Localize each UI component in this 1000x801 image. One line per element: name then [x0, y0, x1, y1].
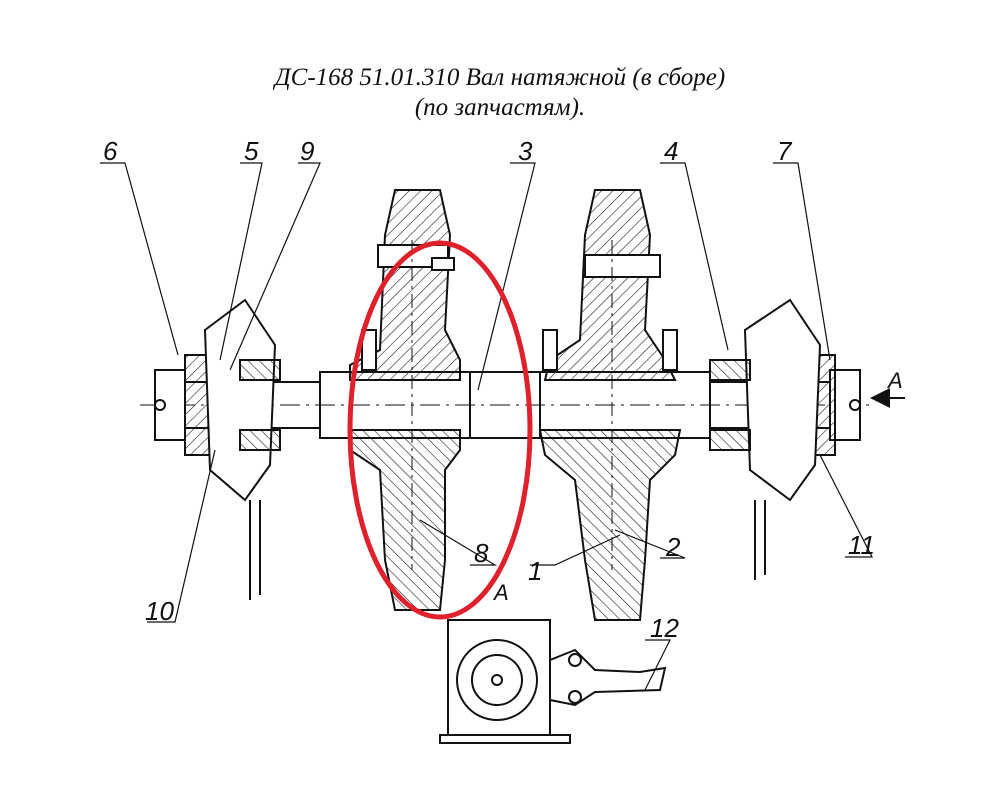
- callout-10: 10: [145, 596, 174, 626]
- callout-9: 9: [300, 136, 314, 166]
- view-a-detail: A: [439, 580, 667, 744]
- callout-7: 7: [777, 136, 793, 166]
- callout-1: 1: [528, 556, 542, 586]
- callout-3: 3: [518, 136, 533, 166]
- arrow-label-a: A: [886, 368, 903, 393]
- drawing-title-line2: (по запчастям).: [414, 94, 586, 121]
- view-label-a: A: [492, 580, 509, 605]
- callout-12: 12: [650, 613, 679, 643]
- callout-5: 5: [244, 136, 259, 166]
- callout-11: 11: [848, 530, 875, 560]
- shaft: [140, 371, 870, 439]
- callout-4: 4: [664, 136, 678, 166]
- highlight-ellipse: [347, 240, 533, 620]
- sprocket-left: [349, 189, 461, 611]
- bearing-housing-left: [154, 298, 281, 600]
- view-direction-arrow: A: [870, 368, 905, 408]
- callout-6: 6: [103, 136, 118, 166]
- sprocket-right: [538, 189, 682, 621]
- callout-8: 8: [474, 538, 489, 568]
- bearing-housing-right: [709, 298, 861, 580]
- callouts: 1 2 3 4 5 6 7 8 9 10 11 12: [103, 136, 875, 643]
- leader-lines: [100, 162, 873, 691]
- callout-2: 2: [665, 532, 681, 562]
- drawing-title-line1: ДС-168 51.01.310 Вал натяжной (в сборе): [274, 64, 726, 91]
